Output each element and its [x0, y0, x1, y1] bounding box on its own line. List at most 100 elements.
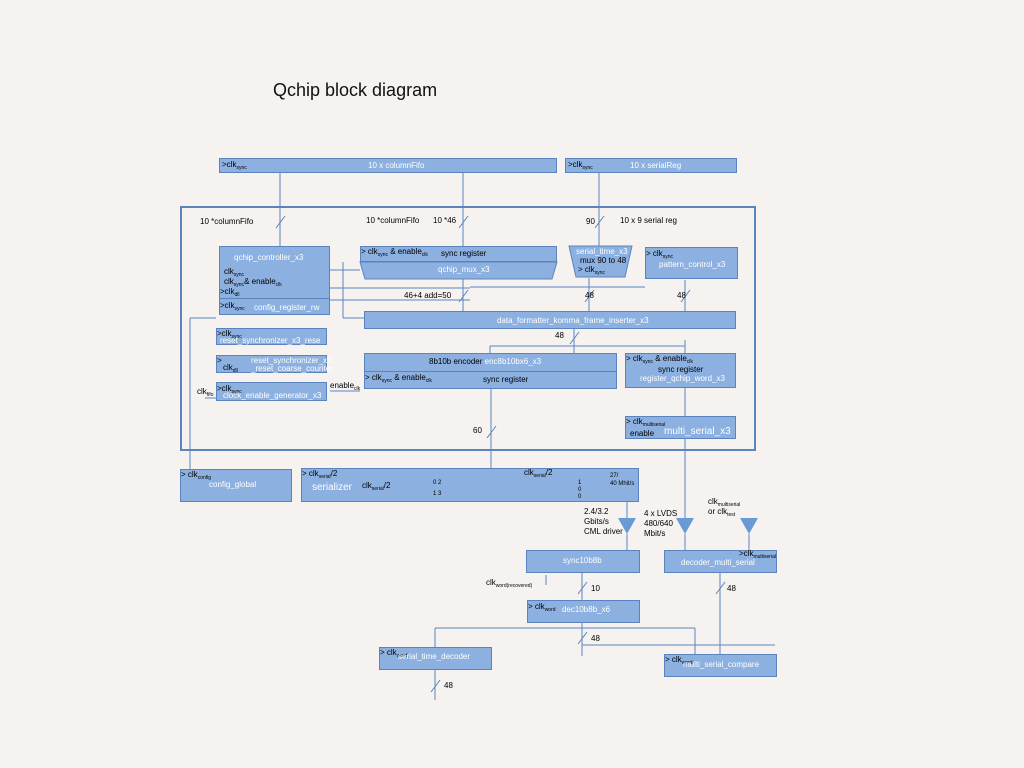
clk-sub: sync	[231, 334, 242, 340]
bus-label: 90	[586, 217, 595, 226]
clk-label: clk	[221, 384, 232, 393]
clk-sub: dll	[232, 368, 238, 374]
clk-label: clk	[486, 578, 496, 587]
diagram-title: Qchip block diagram	[273, 80, 438, 100]
clk-label: or clk	[708, 507, 728, 516]
decoder-multi-serial-label: decoder_multi_serial	[681, 558, 755, 567]
enable-label: & enable	[244, 277, 276, 286]
serial-time-decoder-label: serial_time_decoder	[398, 652, 471, 661]
clk-sub: clk	[354, 386, 361, 392]
bus-label: 10 *columnFifo	[200, 217, 254, 226]
clk-sub: multiserial	[642, 422, 666, 428]
enable-label: & enable	[394, 373, 426, 382]
reset-synchronizer-block: >clksync reset_synchronizer_x3_rese	[216, 328, 327, 345]
shift-bit: 3	[438, 491, 442, 497]
clock-enable-generator-block: >clksync clock_enable_generator_x3	[216, 382, 327, 401]
clk-sub: sync	[642, 359, 653, 365]
config-global-label: config_global	[209, 480, 257, 489]
serializer-label: serializer	[312, 482, 353, 493]
bus-label: 46+4 add=50	[404, 291, 452, 300]
clk-sub: word(recovered)	[495, 583, 533, 589]
pattern-control-block: > clksync pattern_control_x3	[645, 247, 738, 279]
encoder-label: enc8b10bx6_x3	[484, 357, 542, 366]
clk-sub: sync	[233, 272, 245, 278]
clk-label: clk	[671, 655, 682, 664]
config-register-block: >clksync config_register_rw	[219, 298, 330, 315]
sync-register-label: sync register	[441, 249, 487, 258]
qchip-mux-shape	[359, 261, 558, 280]
clk-sub: dll	[234, 292, 240, 298]
cml-driver-icon	[618, 518, 636, 534]
clk-label: clk	[367, 247, 378, 256]
encoder-prefix: 8b10b encoder	[429, 357, 483, 366]
multi-serial-compare-label: multi_serial_compare	[683, 660, 760, 669]
clk-label: clk	[362, 481, 372, 490]
enable-label: enable	[630, 429, 655, 438]
lvds-driver-icon	[676, 518, 694, 534]
reset-coarse-label-2: _reset_coarse_counter	[251, 364, 333, 373]
div-label: /2	[545, 468, 553, 477]
rate-label-2: 40 Mhit/s	[610, 481, 635, 487]
clk-sub: clk	[275, 282, 282, 288]
test-clk-driver-icon	[740, 518, 758, 534]
clock-enable-label: clock_enable_generator_x3	[223, 391, 322, 400]
clk-label: clk	[572, 160, 583, 169]
serial-time-label: serial_time_x3	[576, 247, 628, 256]
clk-label: clk	[224, 277, 234, 286]
clk-sub: word	[544, 607, 556, 613]
clk-label: clk	[386, 648, 397, 657]
bus-label: 48	[727, 584, 736, 593]
qchip-mux-label: qchip_mux_x3	[438, 265, 490, 274]
bus-label: 48	[555, 331, 564, 340]
clk-sub: sync	[381, 378, 392, 384]
encoder-block: 8b10b encoder enc8b10bx6_x3 > clksync & …	[364, 353, 617, 389]
clk-sub: clk	[425, 378, 432, 384]
shift-bit: 1	[578, 480, 582, 486]
enable-label: & enable	[390, 247, 422, 256]
clk-label: clk	[743, 549, 754, 558]
shift-bit: 2	[438, 480, 442, 486]
clk-sub: word	[681, 660, 693, 666]
clk-label: clk	[223, 363, 233, 372]
clk-sub: clk	[421, 252, 428, 258]
multi-serial-block: > clkmultiserial enable multi_serial_x3	[625, 416, 736, 439]
clk-sub: serial	[318, 474, 331, 480]
sync10b8b-label: sync10b8b	[563, 556, 602, 565]
rate-label: 27/	[610, 473, 619, 479]
serial-reg-label: 10 x serialReg	[630, 161, 682, 170]
shift-bit: 0	[578, 487, 582, 493]
clk-sub: sync	[236, 165, 247, 171]
serial-time-decoder-block: > clkword serial_time_decoder	[379, 647, 492, 670]
sync-register-label: sync register	[658, 365, 704, 374]
clk-label: clk	[584, 265, 595, 274]
clk-label: clk	[524, 468, 534, 477]
clk-label: clk	[371, 373, 382, 382]
clk-sub: fifo	[206, 392, 214, 398]
clk-sub: sync	[662, 254, 673, 260]
clk-label: clk	[226, 160, 237, 169]
serial-time-mux-shape	[568, 245, 633, 278]
clk-sub: sync	[594, 270, 605, 276]
clk-label: clk	[197, 387, 207, 396]
bus-label: 60	[473, 426, 482, 435]
qchip-controller-label: qchip_controller_x3	[234, 253, 304, 262]
clk-label: clk	[708, 497, 718, 506]
clk-sub: test	[727, 512, 736, 518]
decoder-multi-serial-block: >clkmultiserial decoder_multi_serial	[664, 549, 777, 573]
clk-label: clk	[632, 354, 643, 363]
lvds-rate: 480/640	[644, 519, 673, 528]
bus-label: 10 x 9 serial reg	[620, 216, 677, 225]
bus-label: 48	[591, 634, 600, 643]
cml-rate: 2.4/3.2	[584, 507, 609, 516]
clk-label: clk	[224, 267, 234, 276]
cml-label: CML driver	[584, 527, 623, 536]
qchip-frame	[180, 206, 756, 451]
enable-label: enable	[330, 381, 355, 390]
sync-register-label: sync register	[483, 375, 529, 384]
config-register-label: config_register_rw	[254, 303, 320, 312]
shift-bit: 0	[433, 480, 437, 486]
clk-label: clk	[632, 417, 643, 426]
dec10b8b-block: > clkword dec10b8b_x6	[527, 600, 640, 623]
register-qchip-word-label: register_qchip_word_x3	[640, 374, 725, 383]
serial-time-mux-label: mux 90 to 48	[580, 256, 627, 265]
